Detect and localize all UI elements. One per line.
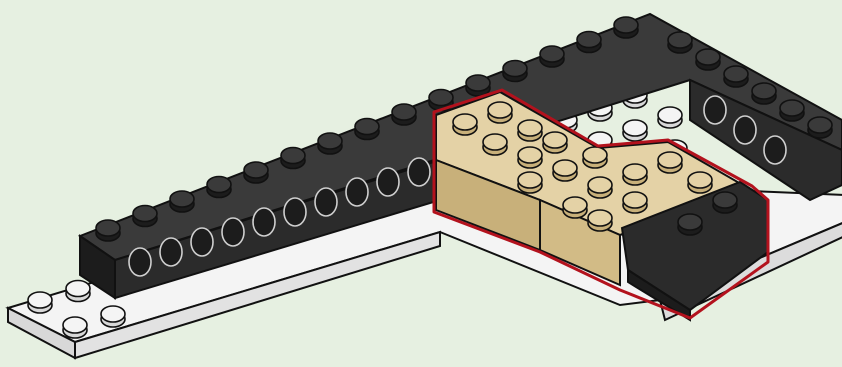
white-stud	[63, 317, 87, 338]
technic-hole	[315, 188, 337, 216]
white-stud	[28, 292, 52, 313]
technic-hole	[191, 228, 213, 256]
technic-hole	[284, 198, 306, 226]
tan-stud	[518, 147, 542, 168]
black-stud	[281, 148, 305, 169]
black-stud	[133, 206, 157, 227]
white-stud	[623, 120, 647, 141]
tan-stud	[588, 177, 612, 198]
white-stud	[101, 306, 125, 327]
technic-hole	[734, 116, 756, 144]
technic-hole	[346, 178, 368, 206]
black-stud	[540, 46, 564, 67]
black-stud	[96, 220, 120, 241]
black-stud	[244, 162, 268, 183]
black-stud	[207, 177, 231, 198]
black-stud	[503, 61, 527, 82]
slope-stud	[678, 214, 702, 235]
slope-stud	[713, 192, 737, 213]
tan-stud	[518, 172, 542, 193]
technic-hole	[704, 96, 726, 124]
white-stud	[658, 107, 682, 128]
black-stud	[355, 119, 379, 140]
tan-stud	[518, 120, 542, 141]
tan-stud	[563, 197, 587, 218]
black-stud	[668, 32, 692, 53]
tan-stud	[658, 152, 682, 173]
white-stud	[66, 281, 90, 302]
tan-stud	[488, 102, 512, 123]
technic-hole	[129, 248, 151, 276]
black-stud	[614, 17, 638, 38]
technic-hole	[253, 208, 275, 236]
tan-stud	[688, 172, 712, 193]
technic-hole	[222, 218, 244, 246]
tan-stud	[553, 160, 577, 181]
technic-hole	[377, 168, 399, 196]
black-stud	[392, 104, 416, 125]
black-stud	[808, 117, 832, 138]
black-stud	[466, 75, 490, 96]
black-stud	[724, 66, 748, 87]
black-stud	[696, 49, 720, 70]
tan-stud	[543, 132, 567, 153]
technic-hole	[408, 158, 430, 186]
tan-stud	[483, 134, 507, 155]
tan-stud	[623, 164, 647, 185]
tan-stud	[453, 114, 477, 135]
black-stud	[170, 191, 194, 212]
tan-stud	[583, 147, 607, 168]
black-stud	[577, 32, 601, 53]
tan-stud	[623, 192, 647, 213]
black-stud	[318, 133, 342, 154]
technic-hole	[764, 136, 786, 164]
technic-hole	[160, 238, 182, 266]
tan-stud	[588, 210, 612, 231]
black-stud	[780, 100, 804, 121]
black-stud	[752, 83, 776, 104]
